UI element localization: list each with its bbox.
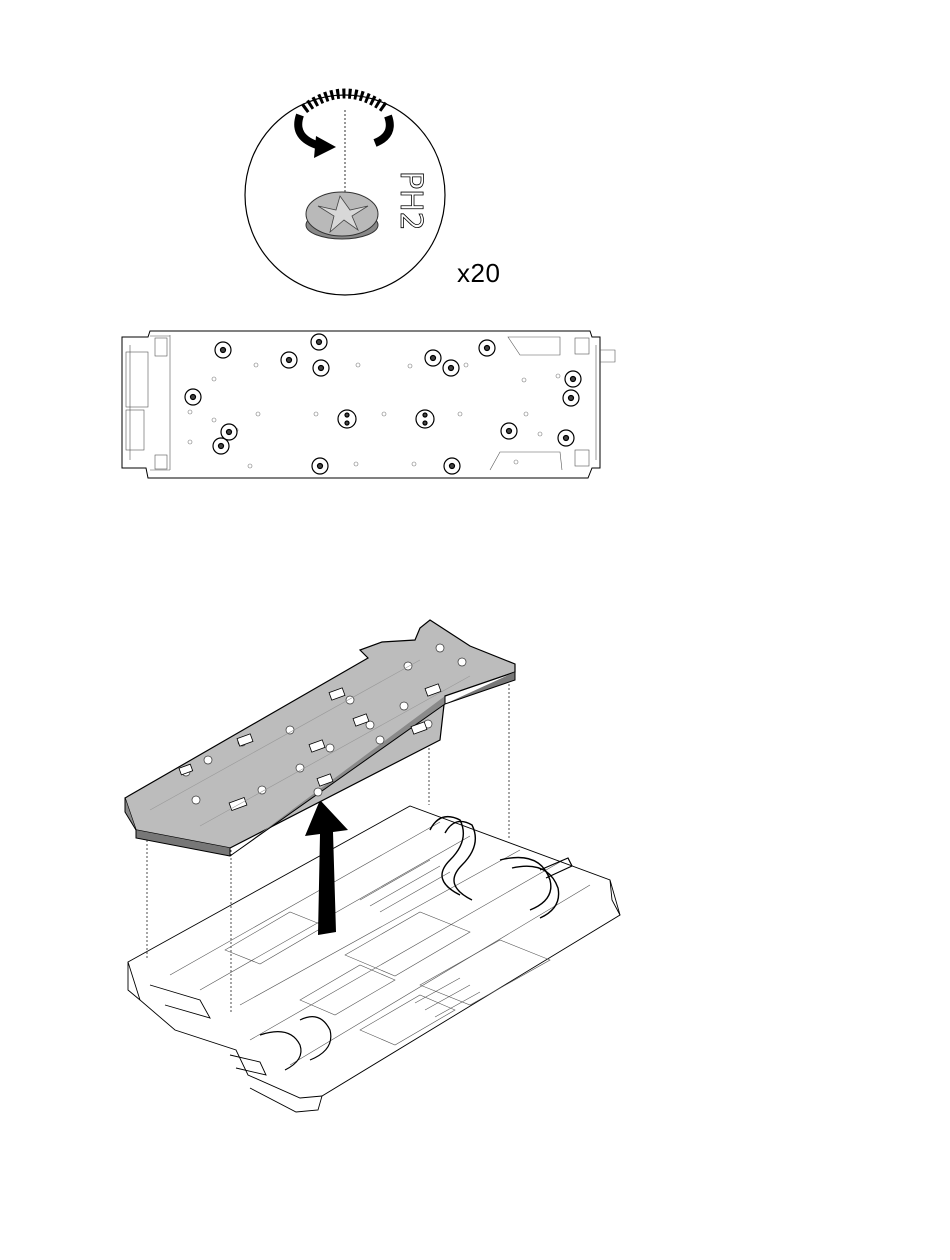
top-view-diagram: [0, 310, 950, 510]
exploded-view-diagram: [0, 600, 950, 1160]
lift-up-arrow-icon: [305, 800, 348, 935]
phillips-screw-icon: [306, 192, 378, 239]
screw-callout: PH2 x20: [0, 0, 950, 310]
quantity-label: x20: [457, 258, 500, 289]
screwdriver-label: PH2: [393, 171, 428, 231]
compute-tray: [128, 806, 620, 1112]
